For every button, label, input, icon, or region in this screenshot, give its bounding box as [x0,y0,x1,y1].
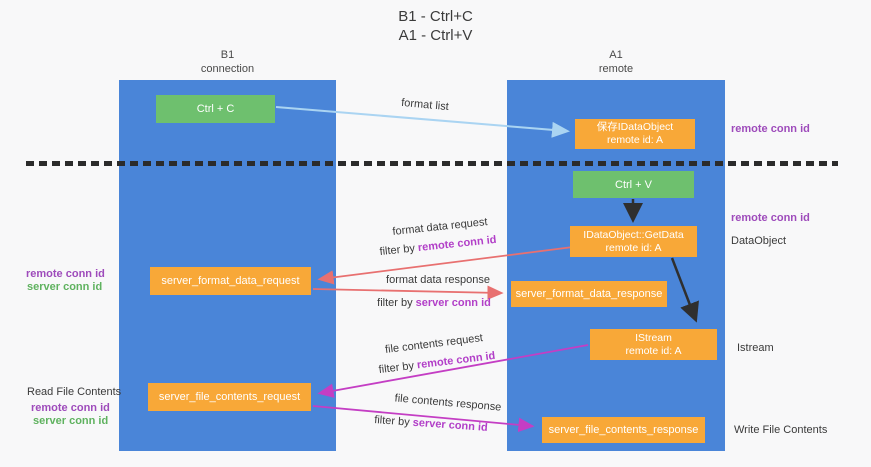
box-save-idataobject-line1: 保存IDataObject [596,121,674,133]
title-line-1: B1 - Ctrl+C [398,8,473,25]
diagram-title: B1 - Ctrl+C A1 - Ctrl+V [0,7,871,45]
box-idataobject-getdata-line1: IDataObject::GetData [583,228,684,241]
arrow-format-data-request [317,246,574,285]
box-istream-line1: IStream [635,331,672,344]
caption-filter-server-1: filter by server conn id [364,297,504,309]
box-save-idataobject-line2: remote id: A [606,134,664,146]
caption-filter-by-text: filter by [377,297,416,309]
box-ctrl-c: Ctrl + C [156,95,275,123]
label-remote-conn-id-right-top: remote conn id [731,123,810,135]
label-read-file-contents: Read File Contents [27,386,122,398]
label-server-conn-id-left-bottom: server conn id [33,415,109,427]
column-b1-name: B1 [220,49,235,61]
box-idataobject-getdata: IDataObject::GetData remote id: A [570,226,697,257]
box-save-idataobject: 保存IDataObject remote id: A [575,119,695,149]
box-istream: IStream remote id: A [590,329,717,360]
box-idataobject-getdata-line2: remote id: A [605,241,662,254]
label-remote-conn-id-right-mid: remote conn id [731,212,810,224]
arrow-format-data-response [312,285,504,300]
column-a1-subtitle: remote [598,63,634,75]
box-server-format-data-response: server_format_data_response [511,281,667,307]
box-server-format-data-request: server_format_data_request [150,267,311,295]
label-server-conn-id-left-top: server conn id [27,281,103,293]
arrow-format-list [275,106,570,138]
box-server-file-contents-request: server_file_contents_request [148,383,311,411]
column-a1-name: A1 [609,49,623,61]
caption-server-conn-id-key: server conn id [415,297,491,309]
column-header-a1: A1 remote [507,48,725,76]
box-server-file-contents-response: server_file_contents_response [542,417,705,443]
box-istream-line2: remote id: A [625,344,682,357]
label-remote-conn-id-left-top: remote conn id [26,268,105,280]
session-separator-dashed-line [26,161,838,166]
box-ctrl-v: Ctrl + V [573,171,694,198]
column-header-b1: B1 connection [119,48,336,76]
arrow-file-contents-response [312,405,535,433]
arrow-file-contents-request [317,344,589,398]
label-istream: Istream [737,342,774,354]
label-remote-conn-id-left-bottom: remote conn id [31,402,110,414]
caption-format-data-response: format data response [386,274,490,286]
label-write-file-contents: Write File Contents [734,424,828,436]
column-b1-subtitle: connection [200,63,255,75]
arrow-getdata-to-istream [670,257,699,323]
title-line-2: A1 - Ctrl+V [398,27,473,44]
label-dataobject: DataObject [731,235,787,247]
